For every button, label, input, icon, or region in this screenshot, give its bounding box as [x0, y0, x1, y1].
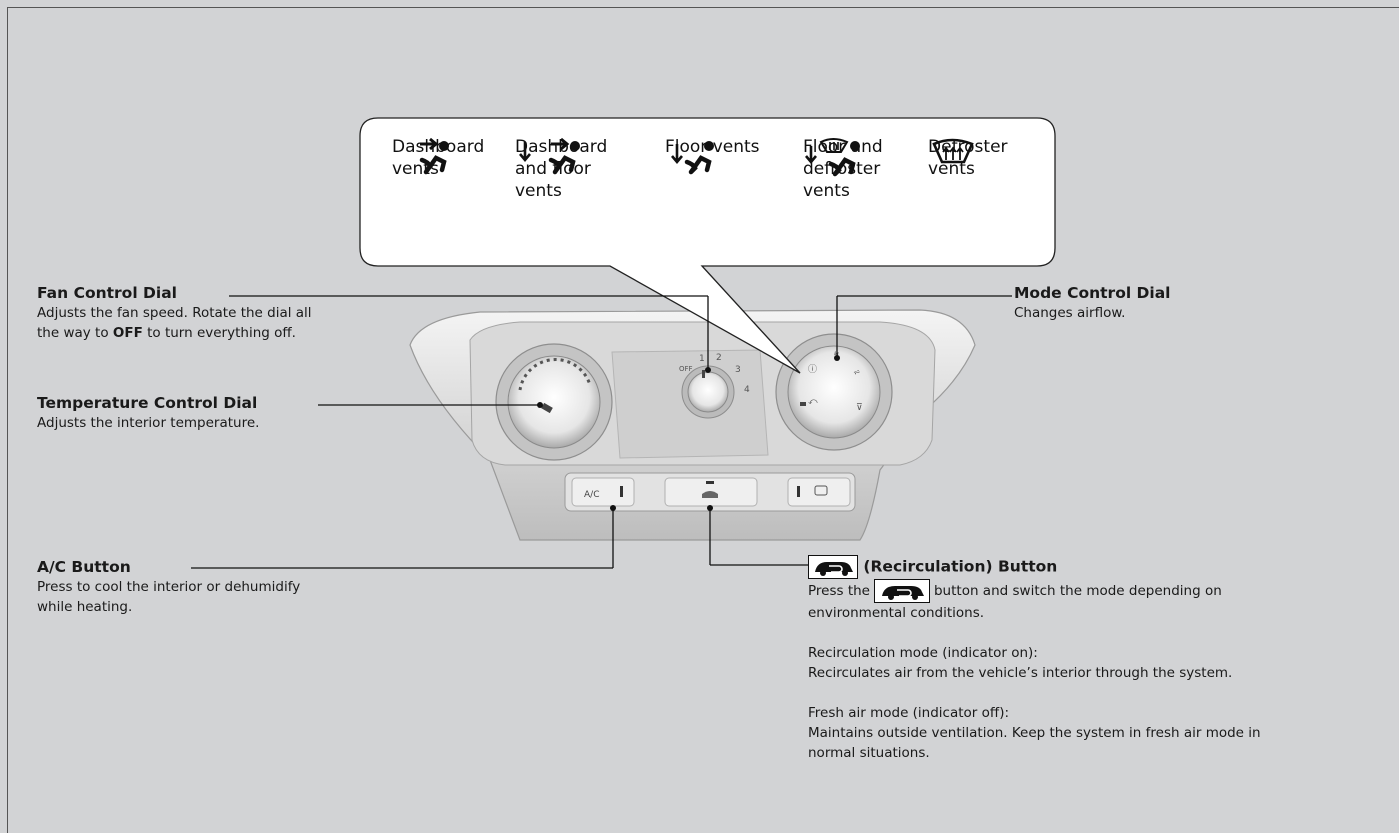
recirculation-icon	[808, 555, 858, 579]
fan-control-desc-line2: the way to OFF to turn everything off.	[37, 325, 296, 341]
fan-control-desc-line1: Adjusts the fan speed. Rotate the dial a…	[37, 305, 312, 321]
fresh-air-mode-title: Fresh air mode (indicator off):	[808, 705, 1010, 721]
fan-mark-4: 4	[744, 385, 750, 395]
vent-option-dashboard: Dashboard vents	[392, 136, 484, 180]
svg-text:↯: ↯	[833, 351, 841, 361]
fan-mark-3: 3	[735, 365, 741, 375]
diagram-frame	[7, 7, 1399, 833]
ac-button-label: A/C Button Press to cool the interior or…	[37, 557, 300, 617]
fresh-air-mode-desc-line2: normal situations.	[808, 745, 930, 761]
mode-control-label: Mode Control Dial Changes airflow.	[1014, 283, 1171, 323]
svg-text:⊽: ⊽	[856, 403, 863, 413]
vent-option-floor: Floor vents	[665, 136, 760, 175]
defroster-vents-icon	[932, 138, 974, 164]
recirculation-mode-on-desc: Recirculates air from the vehicle’s inte…	[808, 665, 1233, 681]
airflow-mode-callout: Dashboard vents Dashboard and floor vent…	[359, 117, 1056, 374]
mode-control-desc: Changes airflow.	[1014, 305, 1126, 321]
fan-control-title: Fan Control Dial	[37, 284, 177, 302]
temperature-control-label: Temperature Control Dial Adjusts the int…	[37, 393, 259, 433]
mode-dial	[787, 345, 881, 439]
fan-control-label: Fan Control Dial Adjusts the fan speed. …	[37, 283, 312, 343]
vent-option-dashboard-floor: Dashboard and floor vents	[515, 136, 607, 202]
svg-text:⤺: ⤺	[808, 397, 818, 407]
temperature-control-desc: Adjusts the interior temperature.	[37, 415, 260, 431]
fan-dial	[687, 371, 729, 413]
svg-text:ⓘ: ⓘ	[808, 364, 817, 375]
ac-button-title: A/C Button	[37, 558, 131, 576]
dashboard-vents-icon	[419, 137, 449, 175]
rear-defrost-panel-button	[787, 477, 851, 507]
mode-control-title: Mode Control Dial	[1014, 284, 1171, 302]
ac-button-desc-line1: Press to cool the interior or dehumidify	[37, 579, 301, 595]
recirculation-title-row: (Recirculation) Button	[808, 555, 1388, 579]
fan-mark-2: 2	[716, 353, 722, 363]
ac-panel-label: A/C	[584, 490, 599, 500]
fresh-air-mode-desc-line1: Maintains outside ventilation. Keep the …	[808, 725, 1261, 741]
vent-label-floor: Floor vents	[665, 137, 760, 157]
recirculation-desc-line2: environmental conditions.	[808, 605, 985, 621]
off-keyword: OFF	[112, 325, 143, 341]
dashboard-floor-vents-icon	[519, 137, 580, 175]
ac-button-desc-line2: while heating.	[37, 599, 133, 615]
floor-vents-icon	[671, 141, 714, 175]
recirculation-mode-on-title: Recirculation mode (indicator on):	[808, 645, 1038, 661]
fan-mark-off: OFF	[679, 365, 693, 373]
vent-option-floor-defroster: Floor and defroster vents	[803, 136, 883, 202]
temperature-dial	[507, 355, 601, 449]
ac-panel-button	[571, 477, 635, 507]
svg-text:⩫: ⩫	[853, 368, 861, 378]
recirculation-inline-icon	[873, 579, 930, 603]
recirculation-title: (Recirculation) Button	[863, 557, 1058, 576]
callout-bubble-shape	[359, 117, 1056, 374]
temperature-control-title: Temperature Control Dial	[37, 394, 258, 412]
fan-mark-1: 1	[699, 354, 705, 364]
floor-defroster-vents-icon	[805, 138, 860, 177]
vent-option-defroster: Defroster vents	[928, 136, 1008, 180]
